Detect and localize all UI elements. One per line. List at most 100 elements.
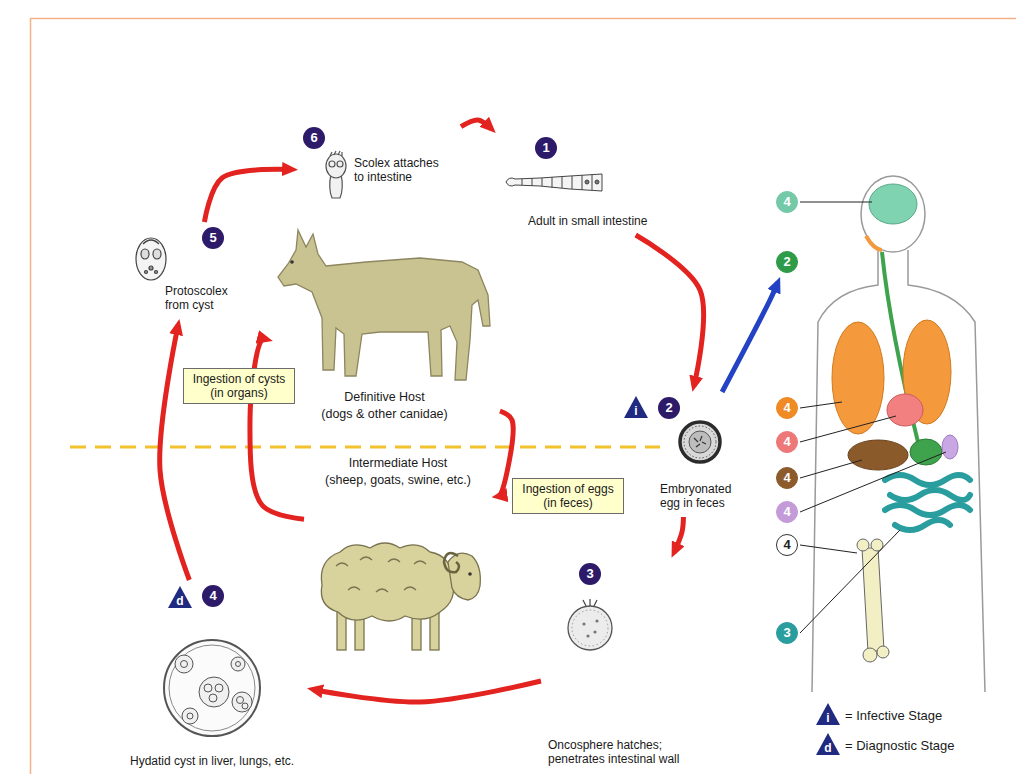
step-number: 5 (202, 227, 224, 249)
leader-line (800, 452, 946, 512)
protoscolex-figure (136, 238, 166, 280)
egg-figure (694, 436, 706, 447)
life-cycle-stage: 3Oncosphere hatches; penetrates intestin… (545, 562, 715, 769)
legend-text: = Infective Stage (845, 708, 942, 724)
host-label: Definitive Host (dogs & other canidae) (276, 226, 496, 425)
liver (848, 440, 908, 470)
sheep-figure (468, 572, 472, 576)
protoscolex-figure (136, 238, 166, 280)
scolex-figure (326, 151, 346, 198)
callout-number: 4 (777, 468, 797, 487)
life-cycle-stage: 5Protoscolex from cyst (130, 226, 240, 315)
hydatid-cyst-figure (164, 640, 260, 736)
organ-callout: 4 (776, 431, 798, 453)
hydatid-cyst-figure (242, 703, 248, 709)
brain (869, 184, 917, 224)
sheep-figure (336, 557, 426, 592)
transmission-box: Ingestion of cysts (in organs) (183, 368, 295, 404)
hydatid-cyst-figure (232, 692, 252, 712)
hydatid-cyst-figure (231, 657, 245, 671)
leader-line (800, 402, 842, 408)
callout-number: 2 (777, 252, 797, 271)
legend-text: = Diagnostic Stage (845, 738, 954, 754)
stage-symbol: d (168, 586, 192, 608)
leader-line (800, 416, 896, 442)
scolex-figure (337, 161, 343, 167)
lung (832, 322, 884, 434)
hydatid-cyst-figure (204, 684, 212, 692)
dog-figure (290, 260, 294, 264)
human-figure (812, 176, 985, 692)
legend-entry: = Infective Stage (845, 706, 942, 724)
hydatid-cyst-figure (236, 662, 241, 667)
step-number: 6 (303, 127, 325, 149)
scolex-figure (330, 151, 342, 156)
stage-symbol: i (816, 703, 840, 725)
life-cycle-stage: 1Adult in small intestine (500, 136, 651, 231)
sheep-figure (321, 543, 480, 650)
intestine (885, 475, 970, 530)
adult-worm-figure (585, 180, 589, 184)
life-cycle-stage: d4Hydatid cyst in liver, lungs, etc. (128, 584, 303, 772)
stage-caption: Embryonated egg in feces (660, 482, 745, 510)
life-cycle-arrow (313, 681, 541, 702)
protoscolex-figure (145, 271, 148, 274)
hydatid-cyst-figure (209, 694, 217, 702)
egg-figure (680, 422, 720, 462)
life-cycle-arrow (461, 120, 491, 129)
body-outline (812, 176, 985, 692)
life-cycle-arrow (160, 325, 190, 580)
protoscolex-figure (155, 271, 158, 274)
infection-arrow (722, 282, 778, 392)
organ-callout: 4 (776, 397, 798, 419)
step-number: 1 (535, 137, 557, 159)
stomach (910, 439, 942, 465)
oncosphere-figure (583, 599, 597, 606)
oncosphere-figure (568, 606, 612, 650)
sheep-figure (444, 553, 459, 572)
host-label-text: (dogs & other canidae) (276, 407, 493, 422)
host-label: Intermediate Host (sheep, goats, swine, e… (308, 452, 491, 652)
leader-line (800, 460, 862, 478)
hydatid-cyst-figure (175, 655, 193, 673)
hydatid-cyst-figure (164, 640, 260, 736)
hydatid-cyst-figure (215, 684, 223, 692)
host-label-text: (sheep, goats, swine, etc.) (308, 473, 488, 488)
step-number: 4 (202, 585, 224, 607)
egg-figure (689, 431, 711, 453)
oncosphere-figure (593, 630, 596, 633)
hydatid-cyst-figure (199, 677, 229, 707)
life-cycle-arrow (498, 411, 514, 496)
step-number: 2 (658, 397, 680, 419)
organ-callout: 4 (776, 191, 798, 213)
stage-caption: Hydatid cyst in liver, lungs, etc. (130, 754, 294, 768)
organ-callout: 2 (776, 251, 798, 273)
leader-line (800, 202, 946, 633)
protoscolex-figure (153, 249, 161, 259)
life-cycle-arrow (250, 339, 304, 519)
protoscolex-figure (149, 266, 153, 270)
stage-caption: Oncosphere hatches; penetrates intestina… (548, 738, 708, 766)
callout-number: 4 (777, 535, 797, 554)
sheep-figure (321, 543, 453, 621)
leader-line (800, 202, 872, 203)
box-text: Ingestion of cysts (in organs) (189, 372, 289, 400)
life-cycle-stage: i2Embryonated egg in feces (622, 396, 757, 513)
adult-worm-figure (522, 175, 592, 190)
oncosphere-figure (595, 619, 598, 622)
organ-callout: 4 (776, 534, 798, 556)
hydatid-cyst-figure (169, 645, 255, 731)
host-label-text: Intermediate Host (308, 456, 488, 471)
oncosphere-figure (568, 599, 612, 650)
callout-number: 3 (777, 623, 797, 642)
mouth (866, 236, 882, 250)
adult-worm-figure (595, 180, 599, 184)
dog-figure (278, 230, 490, 380)
host-label-text: Definitive Host (276, 390, 493, 405)
organ-callout: 4 (776, 501, 798, 523)
leader-line (800, 530, 900, 633)
body-outline (908, 250, 985, 692)
life-cycle-arrow (674, 517, 683, 552)
